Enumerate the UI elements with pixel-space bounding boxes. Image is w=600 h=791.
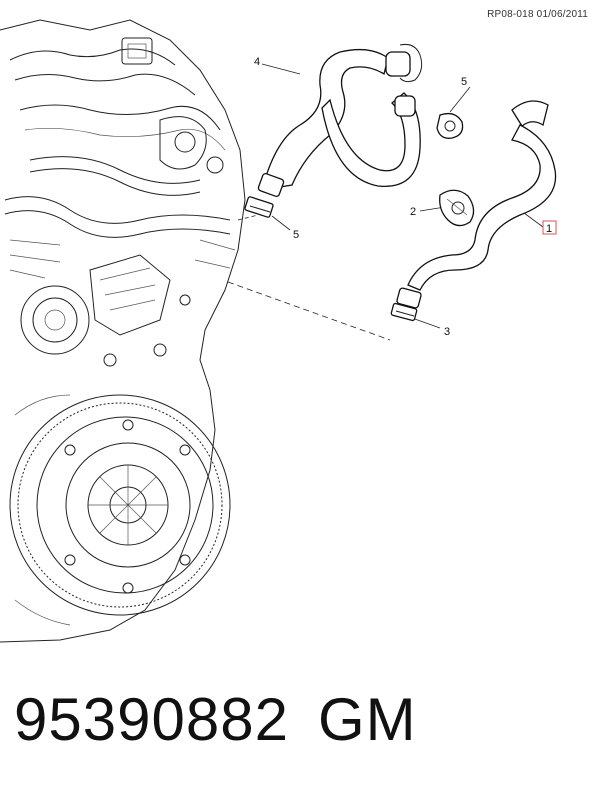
exploded-parts-diagram: 4 5 5 2 3 1 [0,19,557,643]
leader-lines [227,63,544,341]
part-3-clamp [390,302,418,322]
callout-1-highlight-box [542,220,557,235]
diagram-reference-code: RP08-018 01/06/2011 [487,9,588,20]
part-5-clamp-upper [436,112,464,139]
engine-illustration [0,19,246,643]
part-4-upper-hose [257,44,423,198]
part-1-heater-hose [396,100,557,309]
part-number: 95390882 [14,686,289,753]
brand-label: GM [318,686,417,753]
callout-4: 4 [254,56,260,68]
svg-text:1: 1 [546,223,552,235]
part-5-clamp-lower [244,196,274,218]
callout-2: 2 [410,206,416,218]
callout-5a: 5 [461,76,467,88]
callout-3: 3 [444,326,450,338]
callout-5b: 5 [293,229,299,241]
part-2-connector [439,189,475,227]
callout-1: 1 [542,220,557,235]
